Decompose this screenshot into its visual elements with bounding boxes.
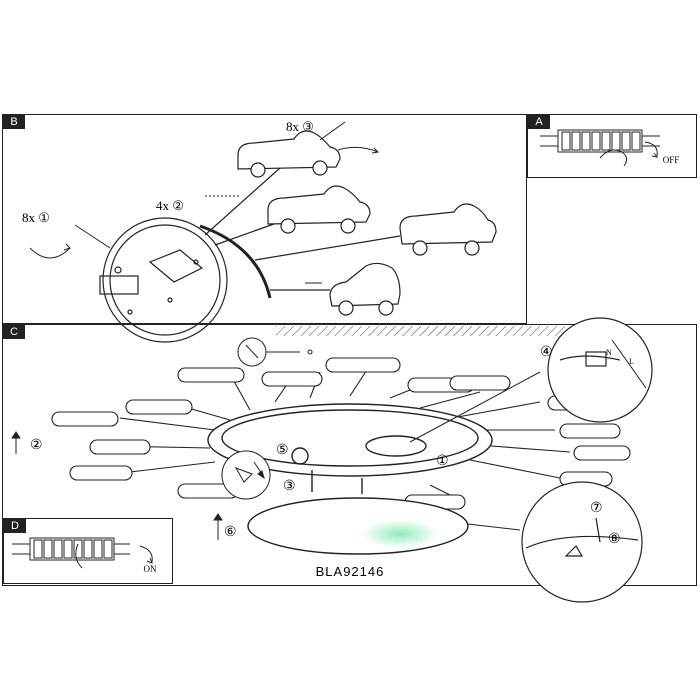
cable-detail-c <box>237 337 313 367</box>
step-3-label: 8x ③ <box>286 119 314 134</box>
ceiling-hatch <box>276 326 596 336</box>
detail-circle-4 <box>409 317 653 443</box>
step-marker-6: ⑥ <box>224 525 237 540</box>
step-1-label: 8x ① <box>22 210 50 225</box>
detail-circle-1 <box>221 450 271 500</box>
panel-d-tag: D <box>4 519 26 533</box>
switch-on-label: ON <box>144 564 157 574</box>
product-code: BLA92146 <box>315 564 385 579</box>
car-icon-b4 <box>329 262 401 316</box>
terminal-cells-a <box>561 131 641 151</box>
car-icon-b3 <box>399 203 497 256</box>
wire-label-l: L <box>629 357 634 366</box>
terminal-box-b <box>99 275 139 295</box>
step-markers-c: ② ③ ④ ⑤ ① ⑥ ⑦ ⑧ <box>30 345 621 547</box>
step-marker-2: ② <box>30 438 43 453</box>
step-marker-1: ① <box>436 454 449 469</box>
base-plate-c <box>207 403 493 494</box>
step-marker-8: ⑧ <box>608 532 621 547</box>
terminal-block-a <box>540 129 660 167</box>
detail-circle-7-8 <box>521 481 643 603</box>
panel-d: D <box>3 518 173 584</box>
ceiling-plate-b <box>99 217 272 343</box>
car-icon-b2 <box>267 185 371 234</box>
step-2-label: 4x ② <box>156 198 184 213</box>
panel-b-tag: B <box>3 115 25 129</box>
step-marker-4: ④ <box>540 345 553 360</box>
step-arrows-c <box>11 431 265 540</box>
car-icon-b1 <box>237 130 341 178</box>
car-arms-c <box>109 361 571 501</box>
panel-c-tag: C <box>3 325 25 339</box>
step-marker-3: ③ <box>283 479 296 494</box>
panel-a-tag: A <box>528 115 550 129</box>
step-marker-7: ⑦ <box>590 501 603 516</box>
switch-off-label: OFF <box>663 155 680 165</box>
terminal-block-d <box>12 537 153 569</box>
screw-arrows-b <box>29 121 380 284</box>
step-marker-5: ⑤ <box>276 443 289 458</box>
wire-label-n: N <box>606 348 612 357</box>
diffuser-c <box>247 497 521 555</box>
